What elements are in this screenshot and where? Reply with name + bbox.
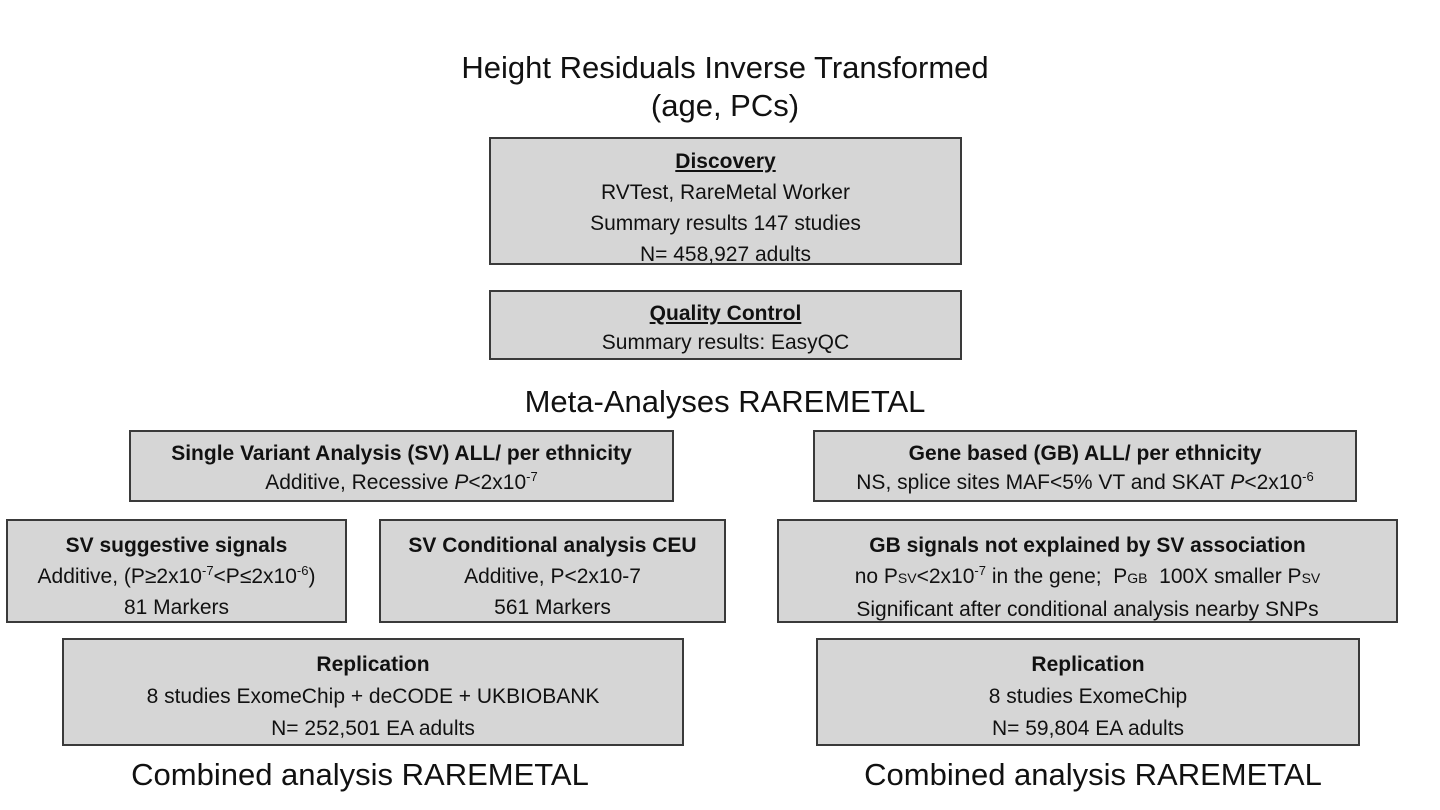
combined-analysis-right-label: Combined analysis RAREMETAL [864,757,1322,792]
sv-suggestive-line-2: 81 Markers [123,596,230,619]
discovery-line-3: N= 458,927 adults [639,243,812,266]
single-variant-heading: Single Variant Analysis (SV) ALL/ per et… [171,442,632,465]
replication-sv-line-2: N= 252,501 EA adults [271,717,475,740]
replication-sv-heading: Replication [316,653,430,676]
sv-conditional-box: SV Conditional analysis CEU Additive, P<… [379,519,726,623]
gb-signals-line-2: Significant after conditional analysis n… [856,598,1319,621]
quality-control-box: Quality Control Summary results: EasyQC [489,290,962,360]
gb-signals-line-1: no PSV<2x10-7 in the gene; PGB 100X smal… [854,563,1321,588]
gb-signals-box: GB signals not explained by SV associati… [777,519,1398,623]
discovery-box: Discovery RVTest, RareMetal Worker Summa… [489,137,962,266]
combined-analysis-left-label: Combined analysis RAREMETAL [131,757,589,792]
gene-based-box: Gene based (GB) ALL/ per ethnicity NS, s… [813,430,1357,502]
single-variant-box: Single Variant Analysis (SV) ALL/ per et… [129,430,674,502]
discovery-line-2: Summary results 147 studies [590,212,861,235]
title-line-1: Height Residuals Inverse Transformed [461,50,989,85]
gene-based-line-1: NS, splice sites MAF<5% VT and SKAT P<2x… [856,469,1314,494]
quality-control-heading: Quality Control [649,302,802,325]
meta-analyses-label: Meta-Analyses RAREMETAL [524,384,926,419]
discovery-heading: Discovery [675,150,776,173]
sv-suggestive-line-1: Additive, (P≥2x10-7<P≤2x10-6) [37,563,316,588]
diagram-title: Height Residuals Inverse Transformed (ag… [420,49,1030,125]
quality-control-line-1: Summary results: EasyQC [601,331,850,354]
replication-gb-line-1: 8 studies ExomeChip [988,685,1188,708]
discovery-line-1: RVTest, RareMetal Worker [601,181,850,204]
gb-signals-heading: GB signals not explained by SV associati… [869,534,1306,557]
replication-sv-line-1: 8 studies ExomeChip + deCODE + UKBIOBANK [146,685,600,708]
replication-gb-line-2: N= 59,804 EA adults [991,717,1185,740]
title-line-2: (age, PCs) [650,88,800,123]
replication-gb-box: Replication 8 studies ExomeChip N= 59,80… [816,638,1360,746]
replication-gb-heading: Replication [1031,653,1145,676]
sv-conditional-heading: SV Conditional analysis CEU [408,534,697,557]
replication-sv-box: Replication 8 studies ExomeChip + deCODE… [62,638,684,746]
sv-suggestive-heading: SV suggestive signals [65,534,288,557]
single-variant-line-1: Additive, Recessive P<2x10-7 [265,469,538,494]
sv-conditional-line-1: Additive, P<2x10-7 [464,565,641,588]
gene-based-heading: Gene based (GB) ALL/ per ethnicity [908,442,1262,465]
sv-suggestive-box: SV suggestive signals Additive, (P≥2x10-… [6,519,347,623]
sv-conditional-line-2: 561 Markers [494,596,611,619]
